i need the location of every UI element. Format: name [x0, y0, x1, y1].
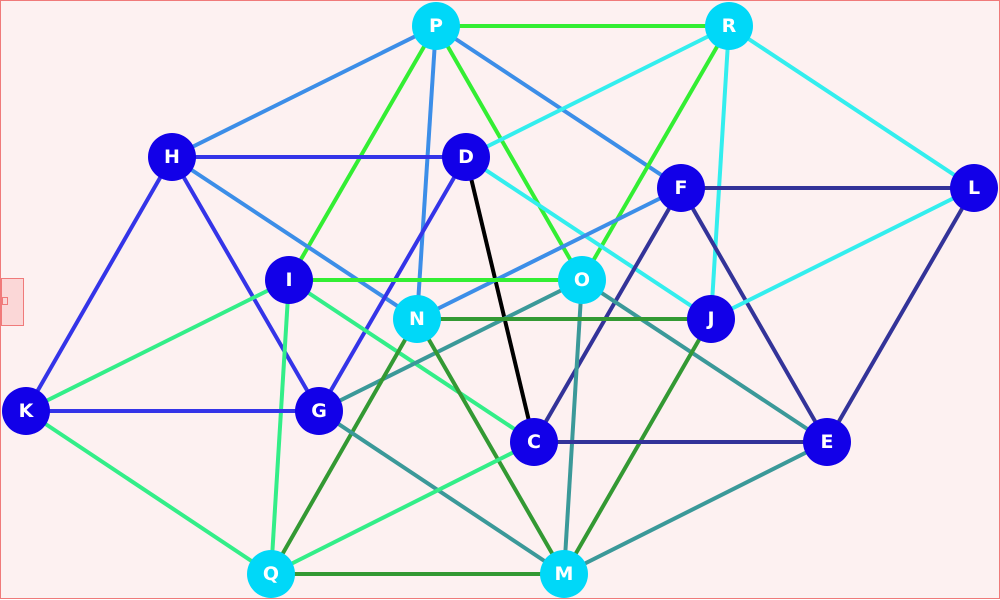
- edge-p-n: [415, 25, 438, 320]
- edge-l-e: [825, 186, 976, 444]
- node-label-f: F: [675, 177, 688, 199]
- edge-n-m: [415, 318, 566, 575]
- edge-i-c: [287, 278, 536, 444]
- node-label-m: M: [555, 563, 574, 585]
- edge-d-j: [464, 155, 713, 321]
- node-circle-q: [247, 550, 295, 598]
- edge-r-l: [727, 24, 976, 190]
- node-circle-o: [558, 256, 606, 304]
- edge-d-c: [464, 156, 536, 443]
- node-label-k: K: [19, 400, 35, 422]
- node-circle-f: [657, 164, 705, 212]
- node-label-d: D: [458, 146, 474, 168]
- node-circle-p: [412, 2, 460, 50]
- node-circle-l: [950, 164, 998, 212]
- node-label-l: L: [968, 177, 980, 199]
- edge-p-i: [287, 24, 438, 282]
- node-label-e: E: [821, 431, 834, 453]
- edge-f-n: [416, 186, 682, 321]
- edge-o-e: [580, 278, 829, 444]
- node-label-p: P: [429, 15, 443, 37]
- edge-e-m: [563, 440, 828, 576]
- edge-i-q: [269, 279, 291, 575]
- node-h[interactable]: H: [148, 133, 196, 181]
- node-l[interactable]: L: [950, 164, 998, 212]
- node-circle-i: [265, 256, 313, 304]
- node-o[interactable]: O: [558, 256, 606, 304]
- edge-p-h: [171, 24, 437, 159]
- node-r[interactable]: R: [705, 2, 753, 50]
- node-n[interactable]: N: [393, 295, 441, 343]
- edge-h-n: [170, 155, 419, 321]
- edge-p-o: [434, 25, 584, 281]
- edge-r-j: [709, 25, 731, 320]
- node-k[interactable]: K: [2, 387, 50, 435]
- edge-r-o: [580, 24, 731, 282]
- edge-i-k: [25, 278, 290, 413]
- node-m[interactable]: M: [540, 550, 588, 598]
- node-label-c: C: [527, 431, 541, 453]
- edge-d-g: [317, 155, 468, 413]
- node-circle-d: [442, 133, 490, 181]
- node-label-i: I: [285, 269, 292, 291]
- edge-k-q: [24, 409, 273, 576]
- node-p[interactable]: P: [412, 2, 460, 50]
- edge-h-g: [170, 155, 321, 413]
- edge-c-q: [270, 440, 535, 576]
- node-f[interactable]: F: [657, 164, 705, 212]
- node-label-g: G: [311, 400, 327, 422]
- node-circle-e: [803, 418, 851, 466]
- node-circle-k: [2, 387, 50, 435]
- handle-grip-icon: [2, 297, 8, 305]
- node-j[interactable]: J: [687, 295, 735, 343]
- edge-g-m: [317, 409, 566, 576]
- node-circle-r: [705, 2, 753, 50]
- node-i[interactable]: I: [265, 256, 313, 304]
- node-label-o: O: [574, 269, 590, 291]
- edge-h-k: [24, 156, 174, 412]
- edge-n-q: [269, 318, 419, 575]
- resize-handle[interactable]: [1, 278, 24, 326]
- edge-j-m: [562, 318, 713, 575]
- node-label-j: J: [705, 308, 714, 330]
- node-circle-h: [148, 133, 196, 181]
- edge-o-m: [562, 279, 584, 575]
- edge-r-d: [465, 24, 730, 159]
- node-c[interactable]: C: [510, 418, 558, 466]
- node-q[interactable]: Q: [247, 550, 295, 598]
- node-label-n: N: [409, 308, 425, 330]
- node-label-h: H: [164, 146, 180, 168]
- edge-f-c: [532, 186, 683, 444]
- edge-f-e: [679, 187, 829, 443]
- node-circle-j: [687, 295, 735, 343]
- node-e[interactable]: E: [803, 418, 851, 466]
- edge-l-j: [710, 186, 975, 321]
- edge-o-g: [318, 278, 583, 413]
- node-circle-g: [295, 387, 343, 435]
- node-label-q: Q: [263, 563, 279, 585]
- node-circle-m: [540, 550, 588, 598]
- edges-layer: [24, 24, 976, 576]
- node-d[interactable]: D: [442, 133, 490, 181]
- edge-p-f: [434, 24, 683, 190]
- node-circle-n: [393, 295, 441, 343]
- node-circle-c: [510, 418, 558, 466]
- node-g[interactable]: G: [295, 387, 343, 435]
- node-label-r: R: [722, 15, 737, 37]
